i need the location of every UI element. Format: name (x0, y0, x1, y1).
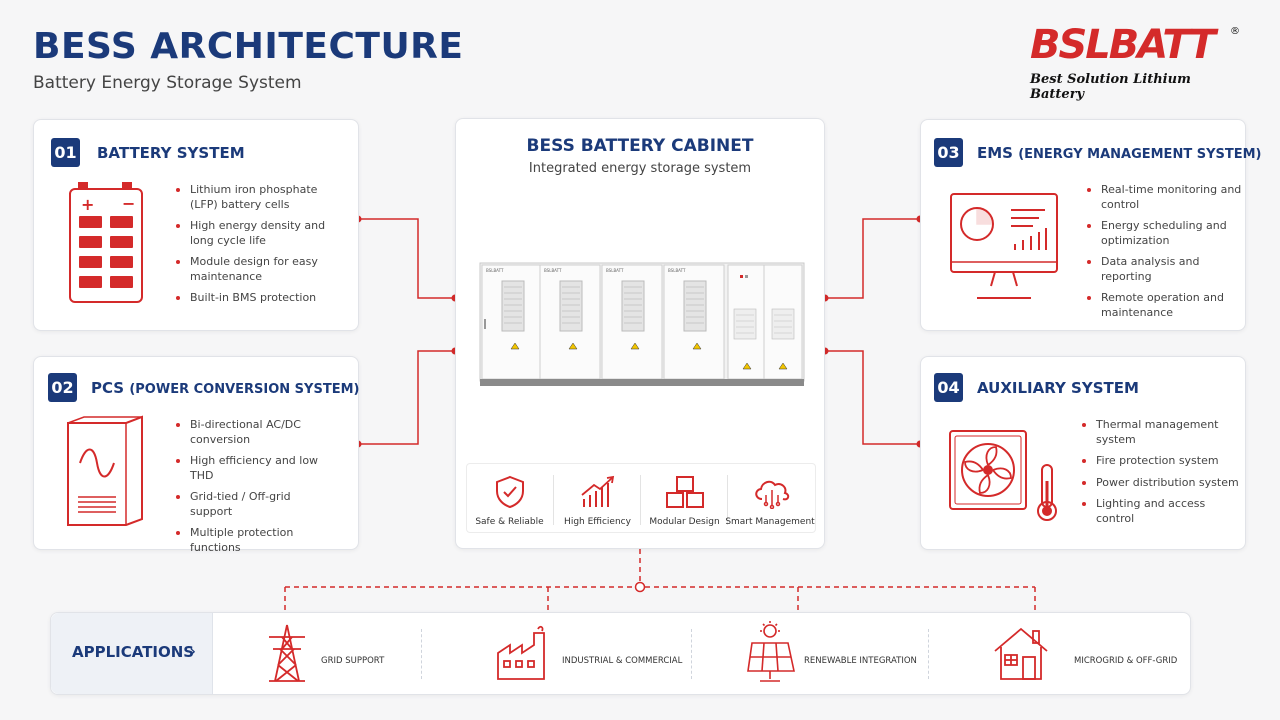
application-label: GRID SUPPORT (321, 656, 385, 666)
application-label: INDUSTRIAL & COMMERCIAL (562, 656, 683, 666)
connector-aux (825, 350, 920, 445)
cabinet-subtitle: Integrated energy storage system (528, 161, 752, 176)
application-label: MICROGRID & OFF-GRID (1074, 656, 1178, 666)
feature-label: Modular Design (649, 517, 720, 527)
connector-ems (825, 218, 920, 299)
cabinet-brand: BSLBATT (606, 268, 624, 273)
svg-text:−: − (122, 194, 135, 213)
logo-tagline: Best Solution Lithium Battery (1030, 72, 1191, 102)
card-title: AUXILIARY SYSTEM (977, 379, 1139, 397)
solar-panel-icon (747, 621, 795, 682)
chevron-right-icon: › (189, 641, 197, 662)
cabinet-title: BESS BATTERY CABINET (526, 136, 754, 156)
list-item: High energy density and long cycle life (176, 219, 336, 248)
feature-label: Smart Management (725, 517, 815, 527)
battery-pack-icon: + − (69, 182, 143, 303)
brand-logo: BSLBATT ® Best Solution Lithium Battery (1030, 22, 1245, 102)
list-item: Data analysis and reporting (1087, 255, 1247, 284)
list-item: Lighting and access control (1082, 497, 1242, 526)
connector-battery (358, 218, 455, 299)
fan-thermometer-icon (949, 430, 1057, 521)
svg-text:+: + (81, 195, 94, 214)
feature-strip (466, 463, 816, 533)
connector-apps-drops (284, 587, 1036, 612)
list-item: Built-in BMS protection (176, 291, 336, 306)
applications-heading: APPLICATIONS (72, 643, 195, 661)
feature-label: High Efficiency (564, 517, 631, 527)
monitor-chart-icon (950, 193, 1058, 299)
card-number: 04 (934, 373, 963, 402)
feature-list: Thermal management system Fire protectio… (1082, 418, 1242, 533)
card-pcs: 02 PCS (POWER CONVERSION SYSTEM) Bi-dire… (33, 356, 360, 554)
card-title: BATTERY SYSTEM (97, 144, 245, 162)
page-title: BESS ARCHITECTURE (33, 26, 464, 67)
card-battery-system: 01 BATTERY SYSTEM + − Lithium iron phosp… (33, 119, 359, 331)
cloud-icon (755, 480, 790, 509)
cabinet-brand: BSLBATT (544, 268, 562, 273)
feature-safe: Safe & Reliable (466, 465, 553, 533)
card-number: 03 (934, 138, 963, 167)
list-item: Module design for easy maintenance (176, 255, 336, 284)
power-tower-icon (269, 624, 305, 682)
card-title: EMS (ENERGY MANAGEMENT SYSTEM) (977, 144, 1262, 162)
list-item: Power distribution system (1082, 476, 1242, 491)
card-battery-cabinet: BESS BATTERY CABINET Integrated energy s… (455, 118, 825, 549)
list-item: Multiple protection functions (176, 526, 336, 555)
feature-efficiency: High Efficiency (554, 465, 641, 533)
connector-pcs (358, 350, 455, 445)
applications-bar: APPLICATIONS › GRID SUPPORT INDUSTRIAL &… (50, 612, 1191, 695)
list-item: Grid-tied / Off-grid support (176, 490, 336, 519)
list-item: Lithium iron phosphate (LFP) battery cel… (176, 183, 336, 212)
feature-label: Safe & Reliable (475, 517, 544, 527)
card-number: 02 (48, 373, 77, 402)
card-auxiliary: 04 AUXILIARY SYSTEM Thermal management s… (920, 356, 1246, 550)
list-item: Fire protection system (1082, 454, 1242, 469)
cabinet-brand: BSLBATT (668, 268, 686, 273)
card-title: PCS (POWER CONVERSION SYSTEM) (91, 379, 360, 397)
list-item: High efficiency and low THD (176, 454, 336, 483)
feature-list: Lithium iron phosphate (LFP) battery cel… (176, 183, 336, 313)
list-item: Bi-directional AC/DC conversion (176, 418, 336, 447)
application-label: RENEWABLE INTEGRATION (804, 656, 917, 666)
house-icon (994, 627, 1048, 680)
cabinet-units: BSLBATT BSLBATT (481, 264, 803, 380)
factory-icon (497, 625, 545, 680)
list-item: Real-time monitoring and control (1087, 183, 1247, 212)
shield-check-icon (496, 475, 524, 509)
list-item: Remote operation and maintenance (1087, 291, 1247, 320)
list-item: Thermal management system (1082, 418, 1242, 447)
battery-cabinet-illustration: BSLBATT BSLBATT (479, 262, 805, 386)
feature-smart: Smart Management (724, 465, 816, 533)
logo-registered-mark: ® (1230, 26, 1240, 37)
feature-list: Real-time monitoring and control Energy … (1087, 183, 1247, 327)
logo-wordmark: BSLBATT (1030, 22, 1216, 68)
feature-modular: Modular Design (641, 465, 728, 533)
modules-icon (666, 476, 704, 508)
card-number: 01 (51, 138, 80, 167)
cabinet-brand: BSLBATT (486, 268, 504, 273)
applications-header[interactable]: APPLICATIONS › (51, 613, 213, 694)
inverter-icon (67, 415, 143, 526)
rising-bars-icon (581, 475, 615, 507)
list-item: Energy scheduling and optimization (1087, 219, 1247, 248)
card-ems: 03 EMS (ENERGY MANAGEMENT SYSTEM) Real-t… (920, 119, 1261, 331)
feature-list: Bi-directional AC/DC conversion High eff… (176, 418, 336, 562)
page-subtitle: Battery Energy Storage System (33, 73, 302, 93)
